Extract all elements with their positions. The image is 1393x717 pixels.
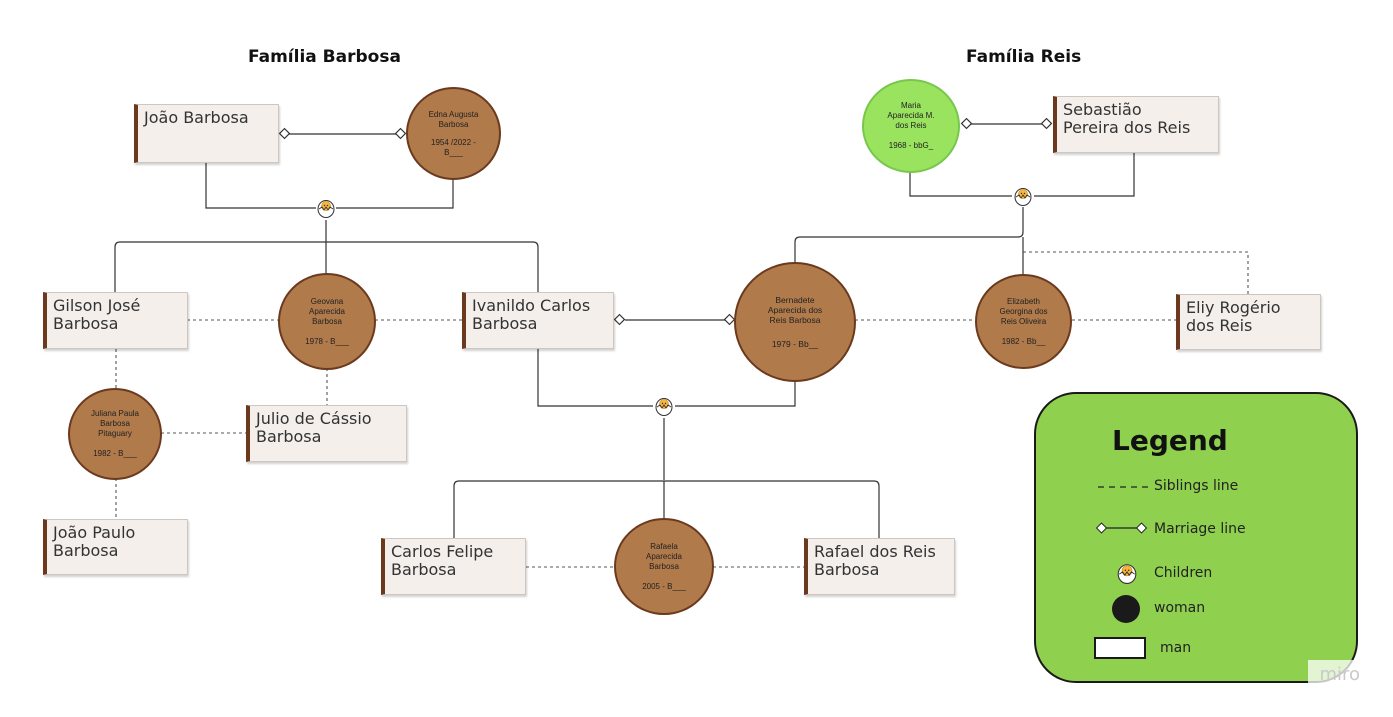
legend-label-siblings: Siblings line xyxy=(1154,478,1239,494)
marriage-diamond xyxy=(278,127,291,140)
parent-link-ivanildo xyxy=(537,349,653,407)
parent-link-joao xyxy=(205,162,316,209)
man-eliy[interactable]: Eliy Rogério dos Reis xyxy=(1176,294,1321,350)
man-rafael[interactable]: Rafael dos Reis Barbosa xyxy=(804,538,955,595)
parent-link-bernadete xyxy=(675,376,796,407)
man-carlos-felipe[interactable]: Carlos Felipe Barbosa xyxy=(381,538,526,595)
woman-name: Geovana Aparecida Barbosa xyxy=(308,296,346,326)
legend-title: Legend xyxy=(1112,424,1228,457)
parent-link-maria xyxy=(909,172,1012,197)
woman-elizabeth[interactable]: Elizabeth Georgina dos Reis Oliveira 198… xyxy=(975,274,1072,369)
marriage-line-icon xyxy=(1096,522,1148,534)
woman-name: Bernadete Aparecida dos Reis Barbosa xyxy=(767,295,823,325)
hatching-chick-icon[interactable] xyxy=(654,396,674,416)
woman-rafaela[interactable]: Rafaela Aparecida Barbosa 2005 - B___ xyxy=(614,518,714,615)
miro-watermark: miro xyxy=(1308,660,1364,688)
legend-label-woman: woman xyxy=(1154,600,1206,616)
woman-bernadete[interactable]: Bernadete Aparecida dos Reis Barbosa 197… xyxy=(734,262,856,382)
woman-year: 1968 - bbG_ xyxy=(888,141,934,150)
woman-name: Juliana Paula Barbosa Pitaguary xyxy=(90,409,140,438)
woman-circle-icon xyxy=(1112,595,1140,623)
man-rectangle-icon xyxy=(1094,637,1146,659)
legend-panel: Legend Siblings line Marriage line Child… xyxy=(1034,392,1358,683)
legend-label-children: Children xyxy=(1154,565,1213,581)
woman-edna[interactable]: Edna Augusta Barbosa 1954 /2022 - B___ xyxy=(406,87,501,180)
woman-year: 1954 /2022 - B___ xyxy=(431,137,476,157)
man-ivanildo[interactable]: Ivanildo Carlos Barbosa xyxy=(462,292,614,349)
hatching-chick-icon xyxy=(1117,564,1137,584)
woman-name: Maria Aparecida M. dos Reis xyxy=(887,101,935,130)
marriage-diamond xyxy=(960,117,973,130)
woman-name: Elizabeth Georgina dos Reis Oliveira xyxy=(999,296,1048,326)
marriage-diamond xyxy=(613,313,626,326)
parent-link-sebastiao xyxy=(1034,152,1135,197)
marriage-diamond xyxy=(1040,117,1053,130)
legend-label-man: man xyxy=(1160,640,1192,656)
woman-name: Rafaela Aparecida Barbosa xyxy=(645,541,683,571)
parent-link-edna xyxy=(336,178,454,209)
marriage-diamond xyxy=(723,313,736,326)
children-branch-reis xyxy=(794,207,1024,276)
woman-year: 1979 - Bb__ xyxy=(771,339,819,349)
family-title-reis: Família Reis xyxy=(966,47,1082,67)
hatching-chick-icon[interactable] xyxy=(1013,186,1033,206)
woman-year: 1982 - Bb__ xyxy=(1001,336,1046,346)
man-joao-paulo[interactable]: João Paulo Barbosa xyxy=(43,519,188,575)
woman-name: Edna Augusta Barbosa xyxy=(428,109,479,129)
man-gilson[interactable]: Gilson José Barbosa xyxy=(43,292,188,349)
woman-juliana[interactable]: Juliana Paula Barbosa Pitaguary 1982 - B… xyxy=(68,388,162,480)
children-branch-ivanildo xyxy=(453,418,880,538)
woman-year: 1978 - B___ xyxy=(305,336,349,346)
dashed-line-icon xyxy=(1098,486,1148,488)
woman-year: 1982 - B___ xyxy=(93,449,137,458)
hatching-chick-icon[interactable] xyxy=(316,198,336,218)
man-joao-barbosa[interactable]: João Barbosa xyxy=(134,104,279,163)
man-julio[interactable]: Julio de Cássio Barbosa xyxy=(246,405,407,462)
sibling-line xyxy=(1023,251,1249,295)
man-sebastiao[interactable]: Sebastião Pereira dos Reis xyxy=(1053,96,1219,153)
woman-year: 2005 - B___ xyxy=(642,581,686,591)
marriage-diamond xyxy=(394,127,407,140)
family-title-barbosa: Família Barbosa xyxy=(248,47,401,67)
woman-geovana[interactable]: Geovana Aparecida Barbosa 1978 - B___ xyxy=(278,273,376,370)
children-branch-barbosa xyxy=(114,220,539,293)
woman-maria[interactable]: Maria Aparecida M. dos Reis 1968 - bbG_ xyxy=(862,79,960,173)
legend-label-marriage: Marriage line xyxy=(1154,521,1246,537)
